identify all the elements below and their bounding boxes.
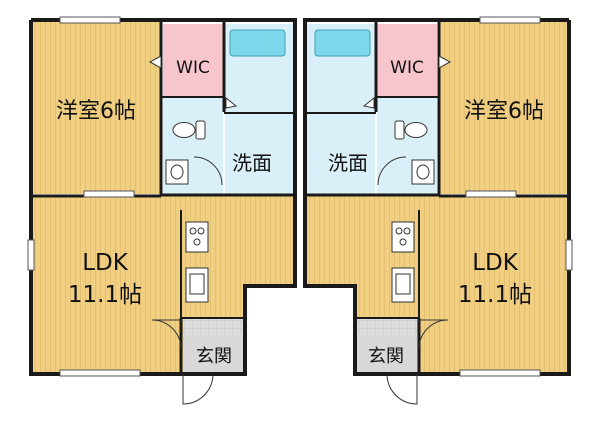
bedroom-label-right: 洋室6帖 — [464, 99, 544, 124]
doors-left — [148, 55, 238, 405]
washroom-floor-right — [307, 114, 375, 194]
ldk-notch-right — [305, 286, 355, 374]
closet-label-right: WIC — [390, 58, 424, 78]
bedroom-label-left: 洋室6帖 — [56, 99, 136, 124]
bedroom-floor-right — [439, 22, 567, 194]
windows-left — [27, 16, 141, 377]
bathtub-left — [229, 29, 286, 57]
ldk-label-right: LDK — [472, 250, 519, 276]
windows-right — [459, 16, 573, 377]
unit-right — [303, 16, 573, 405]
washroom-label-left: 洗面 — [232, 151, 272, 175]
closet-floor-left — [163, 24, 223, 96]
closet-label-left: WIC — [176, 58, 210, 78]
ldk-label-left: LDK — [82, 250, 129, 276]
doors-right — [362, 55, 452, 405]
ldk-size-right: 11.1帖 — [458, 282, 532, 308]
unit-left: 洋室6帖 WIC 洗面 LDK 11.1帖 玄関 — [27, 16, 297, 405]
washroom-floor-left — [225, 114, 293, 194]
walls-left — [29, 18, 297, 376]
ldk-size-left: 11.1帖 — [68, 282, 142, 308]
ldk-notch-left — [245, 286, 295, 374]
bathtub-right — [314, 29, 371, 57]
bedroom-floor-left — [33, 22, 161, 194]
entrance-step-left — [183, 336, 243, 372]
entrance-label-right: 玄関 — [368, 346, 404, 367]
washroom-label-right: 洗面 — [328, 151, 368, 175]
entrance-step-right — [357, 336, 417, 372]
closet-floor-right — [377, 24, 437, 96]
entrance-label-left: 玄関 — [196, 346, 232, 367]
